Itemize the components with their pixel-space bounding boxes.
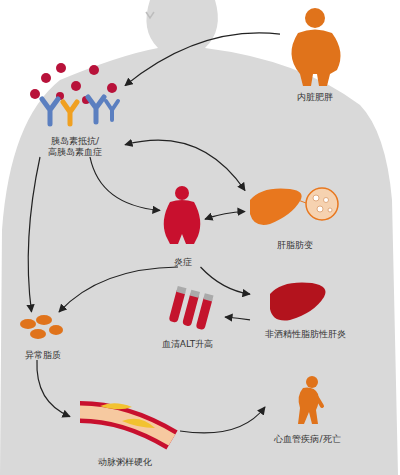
icon-node: 胰岛素抵抗/ 高胰岛素血症	[25, 55, 125, 157]
insulin-dot	[89, 65, 99, 75]
lipid-blob	[30, 329, 46, 339]
fat-droplet	[324, 198, 329, 203]
plaque	[100, 403, 132, 409]
icon-node: 肝脂肪变	[245, 180, 345, 250]
liver-icon	[250, 188, 302, 224]
figure-head	[305, 8, 325, 28]
lipid-blob	[36, 315, 52, 325]
insulin-dot	[107, 83, 117, 93]
tube-cap	[190, 290, 200, 298]
node-label: 动脉粥样硬化	[98, 457, 152, 467]
arrow-connector	[90, 157, 160, 210]
arrow-connector	[37, 360, 70, 417]
zoom-line	[298, 200, 306, 203]
insulin-dot	[30, 89, 40, 99]
tube-group	[168, 286, 213, 330]
arrow-connector	[28, 157, 40, 312]
icon-node: 内脏肥胖	[280, 5, 350, 102]
insulin-dot	[41, 73, 51, 83]
lipid-blob	[49, 325, 63, 335]
receptor-symbol	[88, 97, 104, 122]
receptor-symbol	[63, 102, 77, 124]
figure-arm	[316, 396, 322, 406]
tube-cap	[176, 286, 186, 294]
ill-figure	[298, 388, 319, 424]
tube-cap	[203, 293, 213, 301]
arrow-connector	[59, 267, 178, 312]
fat-droplet	[317, 206, 323, 212]
insulin-dot	[71, 81, 81, 91]
lipid-blob	[20, 319, 36, 329]
artery-lumen	[80, 412, 172, 440]
icon-node: 非酒精性脂肪性肝炎	[250, 275, 360, 339]
node-label: 血清ALT升高	[162, 339, 213, 349]
node-label: 非酒精性脂肪性肝炎	[265, 329, 346, 339]
node-label: 心血管疾病/死亡	[274, 434, 340, 444]
arrow-connector	[125, 33, 280, 86]
silhouette-mark	[146, 12, 154, 18]
inflamed-figure	[164, 200, 201, 244]
node-label: 肝脂肪变	[277, 240, 313, 250]
liver-icon	[270, 282, 326, 320]
arrow-connector	[125, 140, 245, 190]
insulin-dot	[56, 63, 66, 73]
node-label: 炎症	[174, 257, 192, 267]
artery-wall	[80, 412, 172, 440]
figure-head	[175, 186, 189, 200]
node-label: 胰岛素抵抗/ 高胰岛素血症	[47, 136, 103, 157]
arrow-connector	[201, 267, 251, 294]
fat-droplet	[328, 208, 332, 212]
icon-node: 血清ALT升高	[150, 285, 225, 349]
receptor-symbol	[106, 101, 118, 120]
arrow-connector	[180, 407, 265, 433]
icon-node: 心血管疾病/死亡	[265, 370, 350, 444]
zoom-circle	[306, 188, 338, 220]
node-label: 内脏肥胖	[297, 92, 333, 102]
icon-node: 异常脂质	[15, 312, 70, 360]
plaque	[122, 419, 155, 428]
arrow-connector	[205, 212, 245, 220]
receptor-symbol	[42, 99, 58, 124]
icon-node: 动脉粥样硬化	[70, 395, 180, 467]
icon-node: 炎症	[160, 180, 205, 267]
figure-head	[306, 376, 318, 388]
obese-figure	[291, 30, 340, 87]
arrow-connector	[225, 317, 250, 320]
fat-droplet	[313, 195, 319, 201]
node-label: 异常脂质	[25, 350, 61, 360]
